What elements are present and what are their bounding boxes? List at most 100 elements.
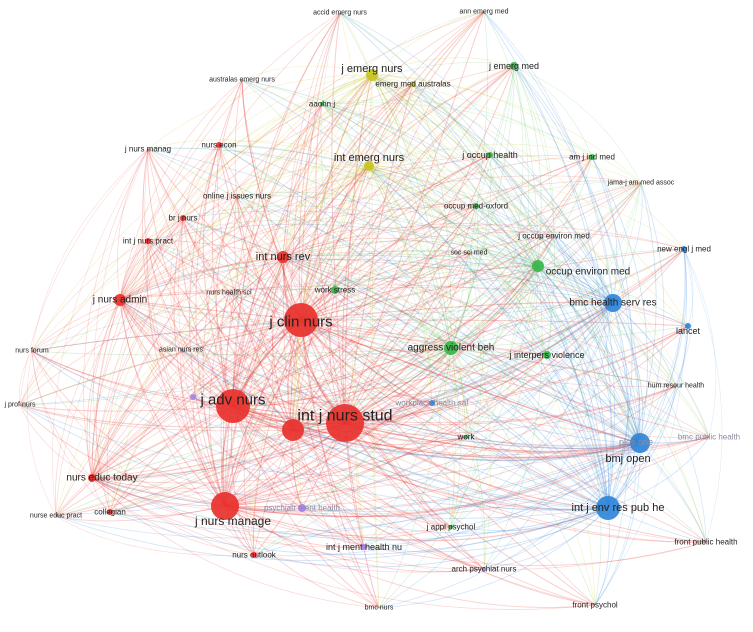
edge-int_nurs_rev-int_j_ment_health_nu <box>282 256 365 548</box>
node-int-j-ment-health-nu[interactable] <box>361 544 367 550</box>
node-j-emerg-med[interactable] <box>510 62 518 70</box>
node-unlabeled-purple[interactable] <box>190 394 196 400</box>
edge-j_emerg_nurs-int_j_nurs_pract <box>147 74 373 242</box>
node-unlabeled-red-hub[interactable] <box>282 419 304 441</box>
node-bmj-open[interactable] <box>630 433 650 453</box>
node-arch-psychiat-nurs[interactable] <box>482 567 486 571</box>
edge-nurs_educ_today-workplace_health_saf <box>91 402 433 479</box>
edge-occup_environ_med-bmc_public_health <box>537 265 710 438</box>
edge-int_j_ment_health_nu-arch_psychiat_nurs <box>363 546 485 572</box>
edge-j_clin_nurs-nurs_econ <box>218 144 302 321</box>
node-am-j-ind-med[interactable] <box>589 154 595 160</box>
edge-bmc_health_serv_res-j_emerg_nurs <box>371 74 614 304</box>
edge-int_nurs_rev-australas_emerg_nurs <box>241 79 284 258</box>
node-work-stress[interactable] <box>331 286 339 294</box>
node-aaohn-j[interactable] <box>320 102 324 106</box>
node-int-j-nurs-pract[interactable] <box>145 238 151 244</box>
edge-occup_environ_med-work_stress <box>334 262 539 291</box>
edge-j_emerg_med-occup_med_oxford <box>475 65 515 207</box>
node-work[interactable] <box>464 435 468 439</box>
edge-int_emerg_nurs-j_interpers_violence <box>368 165 548 356</box>
node-j-clin-nurs[interactable] <box>284 303 318 337</box>
edge-j_clin_nurs-lancet <box>300 319 689 327</box>
node-bmc-health-serv-res[interactable] <box>604 294 622 312</box>
edge-int_j_env_res_pub_he-jama_j_am_med_assoc <box>607 182 657 509</box>
edge-j_clin_nurs-j_nurs_admin <box>119 299 302 321</box>
edge-int_j_env_res_pub_he-j_appl_psychol <box>450 507 609 531</box>
edge-int_j_nurs_stud-jama_j_am_med_assoc <box>344 182 642 424</box>
node-occup-med-oxford[interactable] <box>473 203 479 209</box>
node-nurs-outlook[interactable] <box>251 552 257 558</box>
edge-bmj_open-j_nurs_manag <box>147 148 641 444</box>
edge-j_adv_nurs-emerg_med_australas <box>232 83 414 407</box>
node-new-engl-j-med[interactable] <box>681 246 687 252</box>
label-soc-sci-med: soc sci med <box>451 250 488 257</box>
node-int-j-env-res-pub-he[interactable] <box>596 496 620 520</box>
edge-int_emerg_nurs-aaohn_j <box>321 103 370 167</box>
edge-int_nurs_rev-br_j_nurs <box>182 217 284 258</box>
edge-nurs_forum-nurs_outlook <box>31 350 255 556</box>
label-workplace-health-saf: workplace health saf <box>395 399 470 408</box>
edge-int_j_nurs_stud-online_j_issues_nurs <box>236 195 346 424</box>
edge-j_emerg_nurs-nurs_econ <box>218 74 373 146</box>
edge-j_clin_nurs-occup_med_oxford <box>300 205 477 321</box>
node-nurs-educ-today[interactable] <box>88 474 96 482</box>
edge-occup_environ_med-hum_resour_health <box>537 265 677 387</box>
node-int-j-nurs-stud[interactable] <box>326 404 364 442</box>
label-int-j-nurs-stud: int j nurs stud <box>297 408 392 425</box>
node-j-adv-nurs[interactable] <box>216 389 250 423</box>
edge-occup_environ_med-j_nurs_admin <box>119 253 539 301</box>
node-aggress-violent-beh[interactable] <box>444 341 458 355</box>
edge-j_nurs_admin-jama_j_am_med_assoc <box>119 175 642 301</box>
edge-int_j_env_res_pub_he-int_j_nurs_pract <box>147 240 609 509</box>
node-j-appl-psychol[interactable] <box>449 525 453 529</box>
edge-aggress_violent_beh-accid_emerg_nurs <box>339 12 452 349</box>
edge-j_emerg_nurs-ann_emerg_med <box>371 11 485 76</box>
edge-aggress_violent_beh-lancet <box>450 325 689 349</box>
edge-j_adv_nurs-workplace_health_saf <box>232 402 433 421</box>
node-j-nurs-admin[interactable] <box>114 294 126 306</box>
edge-aaohn_j-ann_emerg_med <box>321 11 485 105</box>
edge-bmj_open-bmc_nurs <box>378 442 641 609</box>
node-int-emerg-nurs[interactable] <box>364 161 374 171</box>
edge-bmj_open-j_appl_psychol <box>450 442 641 528</box>
node-collegian[interactable] <box>107 509 113 515</box>
edge-j_clin_nurs-bmc_public_health <box>300 319 710 438</box>
node-j-emerg-nurs[interactable] <box>366 69 378 81</box>
edge-int_emerg_nurs-int_j_ment_health_nu <box>354 165 370 548</box>
node-j-occup-health[interactable] <box>487 152 493 158</box>
edge-j_emerg_nurs-occup_med_oxford <box>371 74 477 207</box>
node-br-j-nurs[interactable] <box>180 215 186 221</box>
edge-int_nurs_rev-j_nurs_admin <box>119 256 284 301</box>
label-nurs-educ-today: nurs educ today <box>66 473 137 484</box>
edge-j_nurs_manage-front_public_health <box>224 505 707 566</box>
node-emerg-med-australas[interactable] <box>410 81 416 87</box>
edge-unlabeled_red_hub-am_j_ind_med <box>292 156 593 431</box>
edge-j_adv_nurs-j_emerg_med <box>232 65 515 407</box>
edge-plos_one-front_public_health <box>635 441 707 543</box>
node-psychiatr-ment-health[interactable] <box>298 504 306 512</box>
edge-int_nurs_rev-online_j_issues_nurs <box>236 195 284 258</box>
edge-aggress_violent_beh-occup_environ_med <box>450 265 539 349</box>
label-aggress-violent-beh: aggress violent beh <box>408 343 495 354</box>
edge-int_j_env_res_pub_he-unlabeled_purple <box>192 396 609 512</box>
edge-int_emerg_nurs-work <box>368 165 467 438</box>
edge-j_adv_nurs-front_public_health <box>232 405 707 543</box>
label-aaohn-j: aaohn j <box>309 100 335 109</box>
edge-unlabeled_red_hub-int_nurs_rev <box>271 256 294 431</box>
edge-int_j_env_res_pub_he-emerg_med_australas <box>412 83 609 509</box>
edge-j_emerg_nurs-soc_sci_med <box>371 74 470 254</box>
node-occup-environ-med[interactable] <box>532 260 544 272</box>
node-int-nurs-rev[interactable] <box>277 251 289 263</box>
edge-bmc_health_serv_res-j_emerg_med <box>513 65 614 304</box>
node-nurs-econ[interactable] <box>216 142 222 148</box>
edge-nurs_educ_today-australas_emerg_nurs <box>91 79 243 479</box>
node-workplace-health-saf[interactable] <box>429 400 435 406</box>
node-j-nurs-manage[interactable] <box>211 492 239 520</box>
node-j-interpers-violence[interactable] <box>543 351 551 359</box>
edge-j_adv_nurs-occup_environ_med <box>232 265 539 407</box>
node-lancet[interactable] <box>685 323 691 329</box>
edge-j_emerg_nurs-new_engl_j_med <box>371 74 685 250</box>
edge-int_j_env_res_pub_he-j_emerg_nurs <box>371 74 609 509</box>
edge-new_engl_j_med-bmc_public_health <box>683 248 717 438</box>
